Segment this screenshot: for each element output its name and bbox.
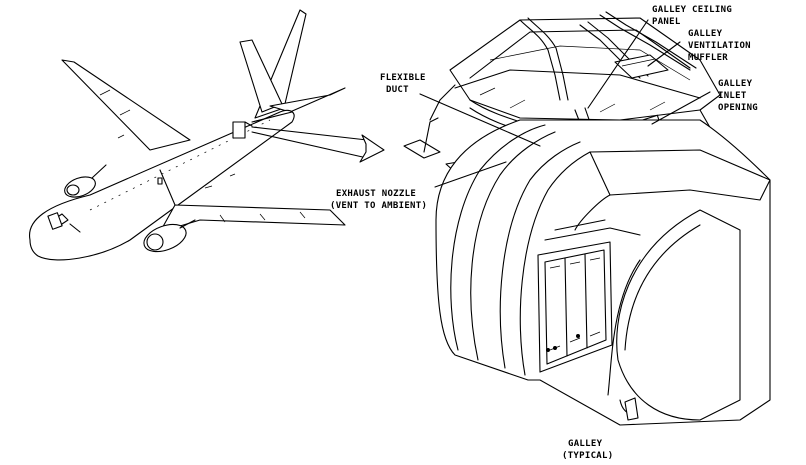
label-galley-ventilation-muffler-2: VENTILATION: [688, 41, 751, 51]
label-exhaust-nozzle-2: (VENT TO AMBIENT): [330, 201, 427, 211]
near-engine: [143, 223, 187, 253]
near-horizontal-stabilizer: [269, 87, 346, 113]
direction-arrow: [359, 134, 385, 163]
label-flexible-duct-2: DUCT: [386, 85, 409, 95]
label-exhaust-nozzle-1: EXHAUST NOZZLE: [336, 189, 416, 199]
galley-end-panel: [616, 209, 741, 421]
label-galley-inlet-opening-3: OPENING: [718, 103, 758, 113]
ventilation-duct: [519, 19, 561, 101]
label-galley-ceiling-panel-1: GALLEY CEILING: [652, 5, 732, 15]
far-wing: [61, 59, 191, 151]
label-galley-inlet-opening-2: INLET: [718, 91, 747, 101]
far-engine: [64, 176, 96, 198]
label-galley-ceiling-panel-2: PANEL: [652, 17, 681, 27]
leader-ceiling-panel: [587, 19, 649, 109]
galley-ceiling-panel: [449, 17, 721, 121]
galley-assembly: [403, 11, 771, 426]
leader-exhaust-nozzle: [434, 161, 507, 188]
fuselage: [29, 109, 295, 261]
galley-cart-compartment: [537, 241, 613, 373]
airplane-illustration: [29, 9, 346, 261]
label-galley-ventilation-muffler-3: MUFFLER: [688, 53, 728, 63]
galley-location-marker: [232, 121, 246, 139]
label-galley-2: (TYPICAL): [562, 451, 613, 461]
near-wing: [159, 204, 346, 233]
label-flexible-duct-1: FLEXIBLE: [380, 73, 426, 83]
leader-lines: [419, 19, 711, 188]
leader-ventilation-muffler: [647, 41, 681, 67]
leader-inlet-opening: [651, 91, 711, 125]
leader-flexible-duct: [419, 93, 541, 147]
label-galley-inlet-opening-1: GALLEY: [718, 79, 753, 89]
location-callout: [251, 111, 385, 163]
label-galley-1: GALLEY: [568, 439, 603, 449]
label-galley-ventilation-muffler-1: GALLEY: [688, 29, 723, 39]
